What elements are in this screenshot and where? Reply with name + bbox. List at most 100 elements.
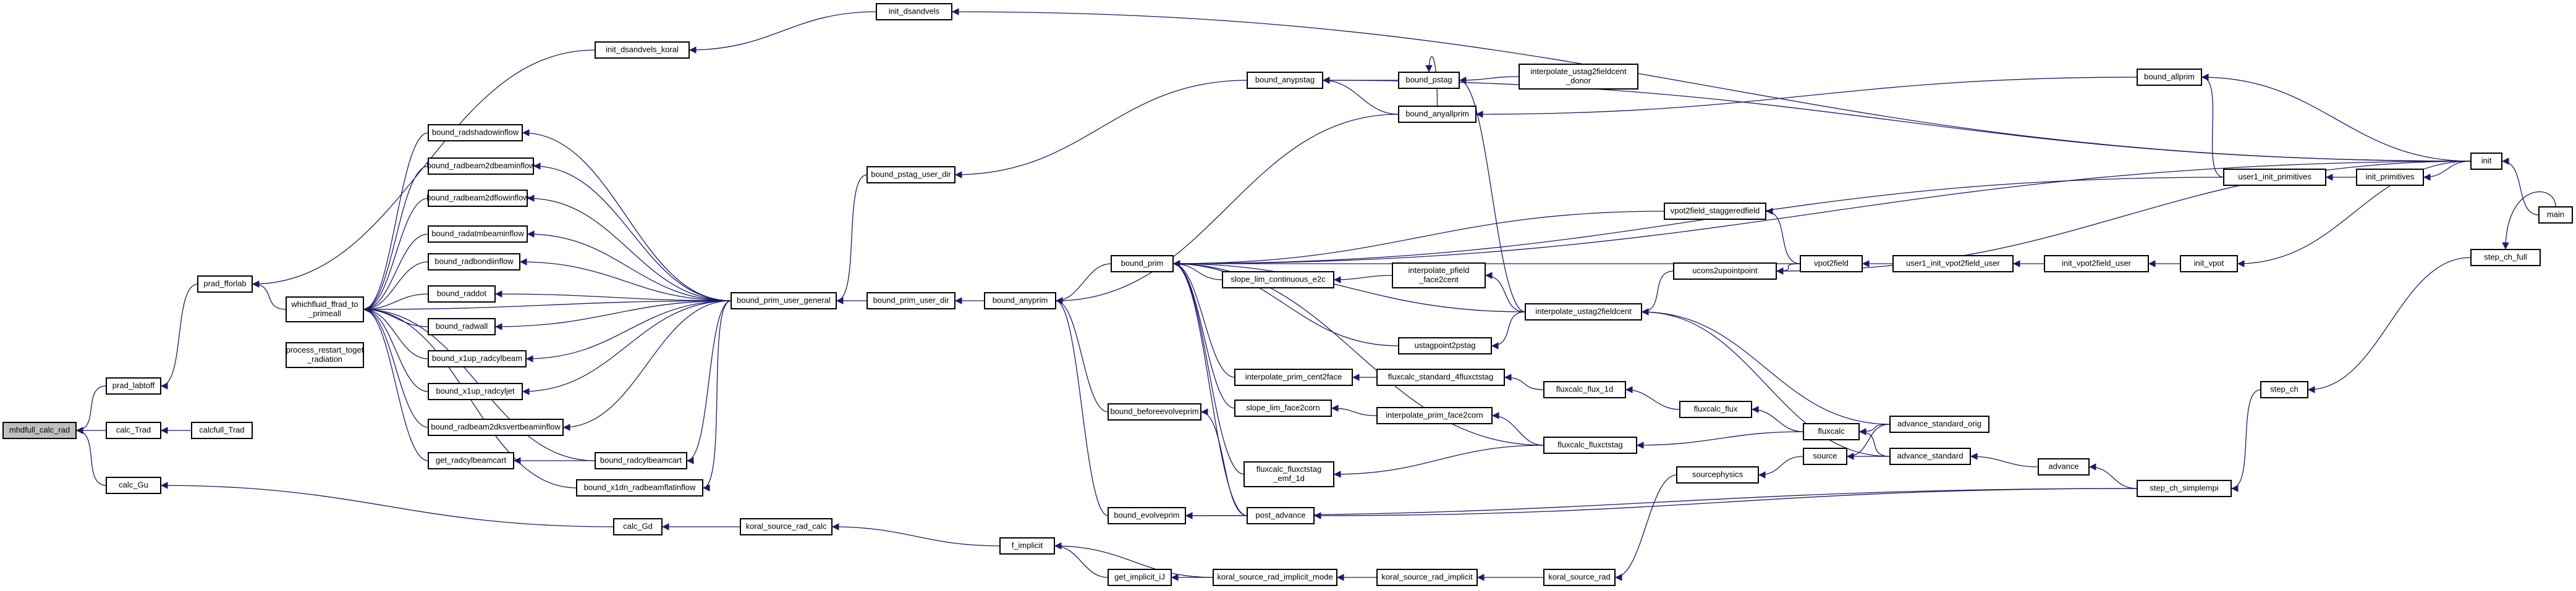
node-box[interactable]: [1111, 255, 1174, 272]
node-bx1upbeam[interactable]: bound_x1up_radcylbeam: [428, 350, 527, 367]
node-box[interactable]: [2, 422, 77, 439]
node-box[interactable]: [1543, 437, 1637, 454]
node-box[interactable]: [1892, 255, 2014, 272]
node-brshadow[interactable]: bound_radshadowinflow: [428, 124, 523, 141]
node-box[interactable]: [1525, 303, 1642, 321]
node-slope_e2c[interactable]: slope_lim_continuous_e2c: [1222, 271, 1334, 288]
node-box[interactable]: [1247, 72, 1323, 89]
node-step_full[interactable]: step_ch_full: [2470, 249, 2541, 266]
node-interp_donor[interactable]: interpolate_ustag2fieldcent_donor: [1519, 64, 1638, 90]
node-brbeam2dbeam[interactable]: bound_radbeam2dbeaminflow: [427, 157, 536, 175]
node-box[interactable]: [428, 419, 564, 436]
node-ksrc_calc[interactable]: koral_source_rad_calc: [740, 518, 833, 535]
node-init_dsandvels[interactable]: init_dsandvels: [876, 3, 952, 20]
node-step_ch[interactable]: step_ch: [2260, 381, 2308, 398]
node-box[interactable]: [1247, 507, 1315, 524]
node-box[interactable]: [428, 318, 496, 335]
node-adv_orig[interactable]: advance_standard_orig: [1889, 416, 1989, 433]
node-box[interactable]: [1676, 466, 1759, 484]
node-uiprims[interactable]: user1_init_primitives: [2223, 169, 2326, 186]
node-bx1upjet[interactable]: bound_x1up_radcyljet: [428, 383, 523, 400]
node-flux_ctstag_any[interactable]: fluxcalc_fluxctstag_emf_1d: [1244, 461, 1334, 487]
node-box[interactable]: [1398, 106, 1477, 123]
node-advance[interactable]: advance: [2038, 458, 2090, 476]
node-box[interactable]: [2356, 169, 2424, 186]
node-box[interactable]: [1376, 569, 1478, 586]
node-bradcyl[interactable]: bound_radcylbeamcart: [595, 452, 687, 469]
node-bevolve[interactable]: bound_evolveprim: [1108, 507, 1186, 524]
node-prad_labf[interactable]: prad_labtoff: [106, 377, 161, 395]
node-bpstag[interactable]: bound_pstag: [1398, 72, 1460, 89]
node-box[interactable]: [1376, 407, 1493, 424]
node-braddot[interactable]: bound_raddot: [428, 285, 496, 303]
node-box[interactable]: [428, 190, 528, 207]
node-box[interactable]: [106, 477, 161, 494]
node-calc_Trad[interactable]: calc_Trad: [106, 422, 161, 439]
node-prad_fflab[interactable]: prad_fforlab: [197, 275, 253, 293]
node-box[interactable]: [740, 518, 833, 535]
node-bpstagud[interactable]: bound_pstag_user_dir: [866, 166, 955, 183]
node-ksrc_mode[interactable]: koral_source_rad_implicit_mode: [1213, 569, 1337, 586]
node-box[interactable]: [286, 342, 364, 368]
node-bx1dn[interactable]: bound_x1dn_radbeamflatinflow: [576, 479, 703, 497]
node-box[interactable]: [1244, 461, 1334, 487]
node-uivpot[interactable]: user1_init_vpot2field_user: [1892, 255, 2014, 272]
node-box[interactable]: [2538, 206, 2573, 224]
node-banypstag[interactable]: bound_anypstag: [1247, 72, 1323, 89]
node-ksrc[interactable]: koral_source_rad: [1543, 569, 1616, 586]
node-init_dsandvels_koral[interactable]: init_dsandvels_koral: [595, 41, 690, 59]
node-mhdfull[interactable]: mhdfull_calc_rad: [2, 422, 77, 439]
node-box[interactable]: [1108, 507, 1186, 524]
node-interp_ustag[interactable]: interpolate_ustag2fieldcent: [1525, 303, 1642, 321]
node-box[interactable]: [428, 383, 523, 400]
node-ustagpoint[interactable]: ustagpoint2pstag: [1398, 337, 1492, 354]
node-ucons2up[interactable]: ucons2upointpoint: [1673, 262, 1777, 280]
node-box[interactable]: [1108, 569, 1172, 586]
node-process_restart[interactable]: process_restart_toget_radiation: [286, 342, 364, 368]
node-box[interactable]: [1392, 262, 1486, 288]
node-calc_Gd[interactable]: calc_Gd: [613, 518, 663, 535]
node-step_simple[interactable]: step_ch_simplempi: [2137, 480, 2232, 497]
node-whichfluid[interactable]: whichfluid_ffrad_to_primeall: [286, 296, 364, 322]
node-box[interactable]: [2223, 169, 2326, 186]
node-box[interactable]: [595, 41, 690, 59]
node-banyprim[interactable]: bound_anyprim: [984, 292, 1056, 309]
node-bradwall[interactable]: bound_radwall: [428, 318, 496, 335]
node-box[interactable]: [999, 537, 1055, 555]
node-box[interactable]: [1108, 403, 1201, 421]
node-flux_1d[interactable]: fluxcalc_flux_1d: [1543, 381, 1626, 398]
node-box[interactable]: [191, 422, 253, 439]
node-box[interactable]: [286, 296, 364, 322]
node-box[interactable]: [1519, 64, 1638, 90]
node-calc_Gu[interactable]: calc_Gu: [106, 477, 161, 494]
node-box[interactable]: [731, 292, 837, 309]
node-box[interactable]: [866, 166, 955, 183]
node-box[interactable]: [1889, 416, 1989, 433]
node-flux_ctstag[interactable]: fluxcalc_fluxctstag: [1543, 437, 1637, 454]
node-box[interactable]: [1800, 255, 1863, 272]
node-bpud[interactable]: bound_prim_user_dir: [866, 292, 955, 309]
node-vpot2field[interactable]: vpot2field: [1800, 255, 1863, 272]
node-calcfull_Trad[interactable]: calcfull_Trad: [191, 422, 253, 439]
node-box[interactable]: [2038, 458, 2090, 476]
node-interp_f2c[interactable]: interpolate_prim_face2corn: [1376, 407, 1493, 424]
node-slope_f2c[interactable]: slope_lim_face2corn: [1234, 400, 1332, 417]
node-box[interactable]: [2137, 69, 2202, 86]
node-box[interactable]: [1664, 203, 1766, 220]
node-box[interactable]: [1213, 569, 1337, 586]
node-bbefore[interactable]: bound_beforeevolveprim: [1108, 403, 1201, 421]
node-box[interactable]: [1679, 401, 1752, 418]
node-main[interactable]: main: [2538, 206, 2573, 224]
node-box[interactable]: [1673, 262, 1777, 280]
node-box[interactable]: [1543, 569, 1616, 586]
node-brbondi[interactable]: bound_radbondiinflow: [428, 253, 520, 270]
node-bratm[interactable]: bound_radatmbeaminflow: [428, 225, 528, 243]
node-vpotstag[interactable]: vpot2field_staggeredfield: [1664, 203, 1766, 220]
node-box[interactable]: [1376, 369, 1505, 386]
node-srcphys[interactable]: sourcephysics: [1676, 466, 1759, 484]
node-box[interactable]: [984, 292, 1056, 309]
node-box[interactable]: [428, 225, 528, 243]
node-post_adv[interactable]: post_advance: [1247, 507, 1315, 524]
node-box[interactable]: [576, 479, 703, 497]
node-banyallprim[interactable]: bound_anyallprim: [1398, 106, 1477, 123]
